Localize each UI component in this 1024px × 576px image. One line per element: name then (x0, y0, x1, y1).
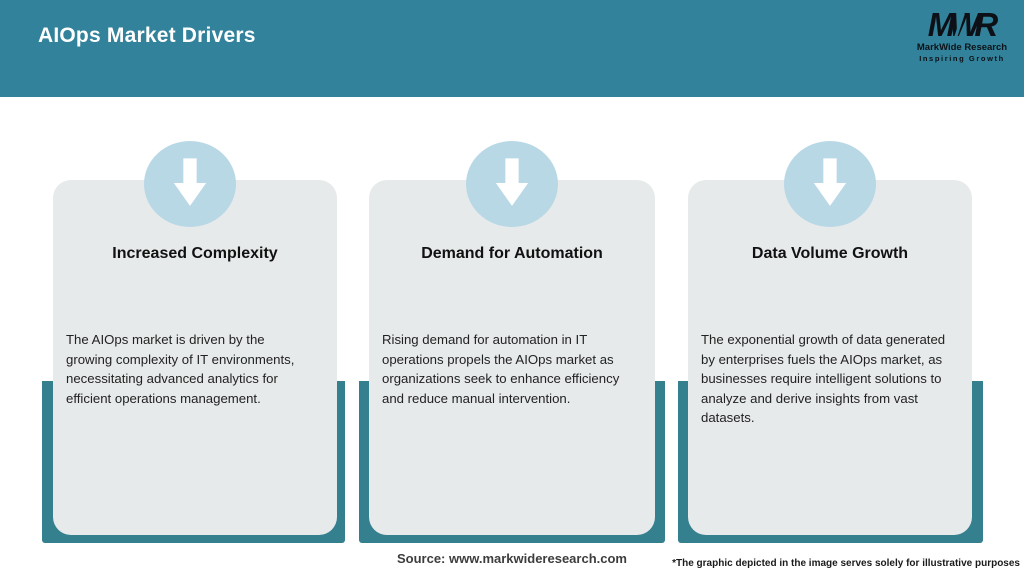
card-title: Demand for Automation (421, 245, 603, 262)
down-arrow-badge (466, 141, 558, 227)
driver-card-increased-complexity: Increased Complexity The AIOps market is… (53, 180, 337, 535)
down-arrow-badge (144, 141, 236, 227)
logo-acronym: MWR (928, 8, 999, 41)
driver-card-data-volume-growth: Data Volume Growth The exponential growt… (688, 180, 972, 535)
card-title: Data Volume Growth (751, 245, 909, 262)
page-title: AIOps Market Drivers (38, 24, 256, 47)
disclaimer-note: *The graphic depicted in the image serve… (672, 558, 1020, 569)
down-arrow-badge (784, 141, 876, 227)
source-attribution: Source: www.markwideresearch.com (396, 551, 627, 566)
brand-logo: MWR MarkWide Research Inspiring Growth (916, 8, 1008, 63)
header-band: AIOps Market Drivers MWR MarkWide Resear… (0, 0, 1024, 97)
down-arrow-icon (171, 155, 209, 213)
card-description: The AIOps market is driven by the growin… (66, 332, 295, 406)
card-description: Rising demand for automation in IT opera… (382, 332, 620, 406)
down-arrow-icon (811, 155, 849, 213)
card-title: Increased Complexity (112, 245, 278, 262)
logo-tagline: Inspiring Growth (919, 54, 1005, 63)
card-description: The exponential growth of data generated… (701, 332, 946, 425)
logo-company-name: MarkWide Research (916, 42, 1008, 53)
down-arrow-icon (493, 155, 531, 213)
driver-card-demand-for-automation: Demand for Automation Rising demand for … (369, 180, 655, 535)
